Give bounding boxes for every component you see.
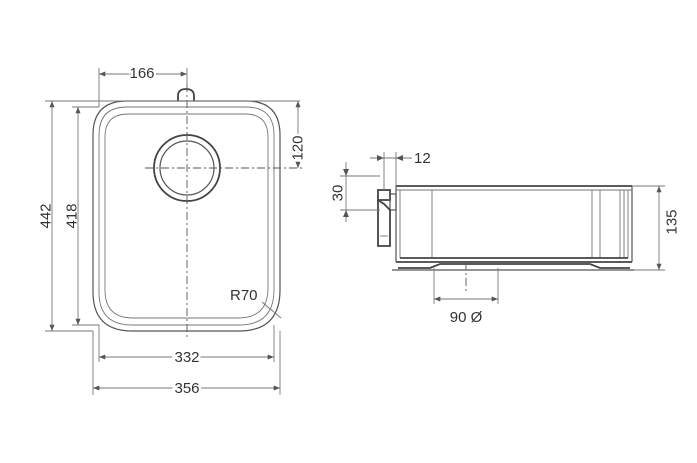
- dim-text-166: 166: [129, 65, 154, 82]
- dim-text-356: 356: [174, 380, 199, 397]
- dim-text-418: 418: [64, 203, 81, 228]
- side-bottom: [396, 257, 632, 269]
- bowl-inner-rim: [98, 106, 275, 326]
- dim-text-90: 90 Ø: [450, 309, 483, 326]
- top-view: 442 418 166 120 332 356 R70: [38, 63, 310, 400]
- dim-text-30: 30: [330, 185, 347, 202]
- dim-text-12: 12: [414, 150, 431, 167]
- side-view: 135 12 30 90 Ø: [330, 150, 681, 326]
- dim-text-135: 135: [664, 209, 681, 234]
- bowl-floor: [104, 113, 269, 319]
- bowl-outer-rim: [92, 100, 281, 332]
- dim-text-120: 120: [290, 135, 307, 160]
- dim-text-332: 332: [174, 349, 199, 366]
- overflow-fitting: [377, 189, 397, 247]
- radius-leader: [261, 301, 282, 319]
- overflow-nub: [177, 88, 195, 101]
- radius-label: R70: [230, 287, 258, 304]
- dim-text-442: 442: [38, 203, 55, 228]
